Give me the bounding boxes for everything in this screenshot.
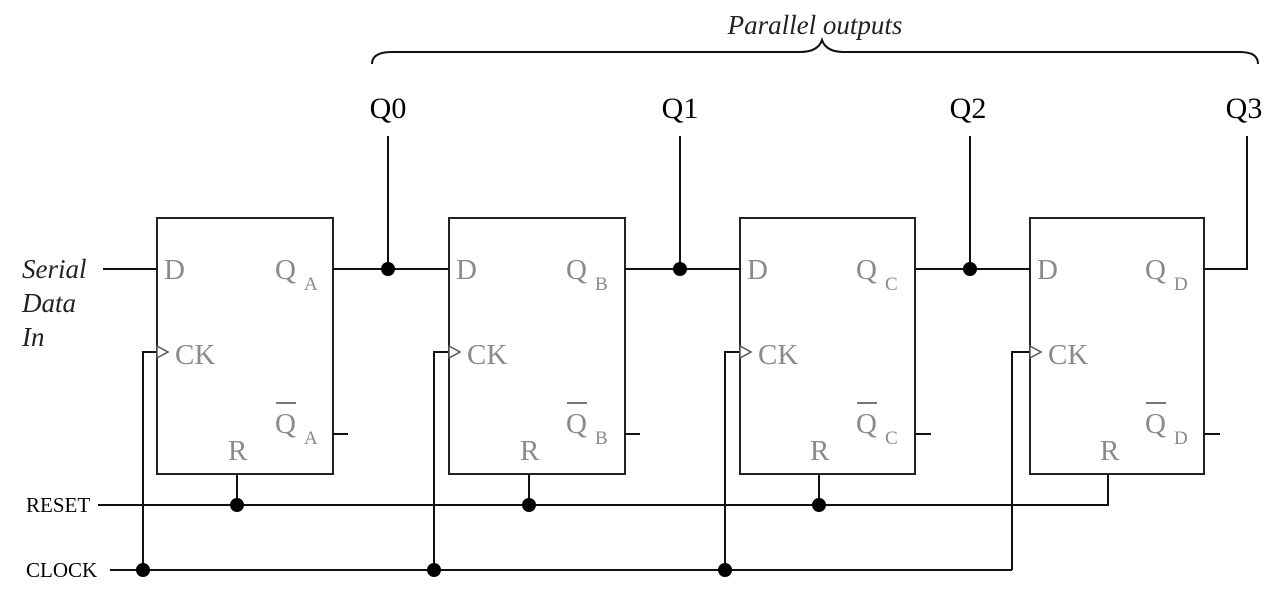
serial-label-line3: In [21,322,45,352]
clock-c-junction-dot [718,563,732,577]
clock-label: CLOCK [26,558,97,582]
flipflop-d [1029,217,1205,475]
ff-a-q-pin: Q [275,254,296,286]
ff-a-ck-pin: CK [175,339,215,371]
ff-d-qbar-sub: D [1174,428,1188,449]
clock-b-wire [433,351,449,570]
reset-bus-wire [98,474,1109,506]
parallel-outputs-brace [371,36,1259,65]
ff-c-ck-pin: CK [758,339,798,371]
output-label-q2: Q2 [950,92,987,125]
ff-c-q-sub: C [885,274,898,295]
flipflop-c [739,217,916,475]
q1-junction-dot [673,262,687,276]
output-label-q3: Q3 [1226,92,1263,125]
parallel-outputs-label: Parallel outputs [727,10,903,40]
clock-b-junction-dot [427,563,441,577]
output-label-q0: Q0 [370,92,407,125]
ff-d-qbar-pin: Q [1145,408,1166,440]
ff-c-qbar-pin: Q [856,408,877,440]
clock-d-triangle-icon [1029,344,1043,360]
ff-d-ck-pin: CK [1048,339,1088,371]
reset-label: RESET [26,493,90,517]
q0-junction-dot [381,262,395,276]
ff-b-qbar-sub: B [595,428,608,449]
reset-a-junction-dot [230,498,244,512]
ff-b-ck-pin: CK [467,339,507,371]
ff-a-d-pin: D [164,254,185,286]
ff-c-qbar-sub: C [885,428,898,449]
clock-c-wire [724,351,740,570]
ff-d-r-pin: R [1100,435,1120,467]
serial-label-line2: Data [21,288,76,318]
clock-d-wire [1011,351,1030,570]
clock-b-triangle-icon [448,344,462,360]
ff-b-q-pin: Q [566,254,587,286]
qd-to-q3-wire [1204,136,1248,270]
clock-a-wire [142,351,157,570]
reset-b-junction-dot [522,498,536,512]
ff-c-r-pin: R [810,435,830,467]
ff-a-q-sub: A [304,274,318,295]
ff-d-d-pin: D [1037,254,1058,286]
clock-a-triangle-icon [156,344,170,360]
ff-b-r-pin: R [520,435,540,467]
output-label-q1: Q1 [662,92,699,125]
ff-d-q-pin: Q [1145,254,1166,286]
ff-b-q-sub: B [595,274,608,295]
ff-b-qbar-pin: Q [566,408,587,440]
reset-c-junction-dot [812,498,826,512]
ff-b-d-pin: D [456,254,477,286]
ff-a-qbar-sub: A [304,428,318,449]
clock-a-junction-dot [136,563,150,577]
serial-label-line1: Serial [22,254,87,284]
clock-c-triangle-icon [739,344,753,360]
ff-a-qbar-pin: Q [275,408,296,440]
flipflop-a [156,217,334,475]
ff-a-r-pin: R [228,435,248,467]
ff-c-q-pin: Q [856,254,877,286]
ff-c-d-pin: D [747,254,768,286]
q2-junction-dot [963,262,977,276]
ff-d-q-sub: D [1174,274,1188,295]
flipflop-b [448,217,626,475]
